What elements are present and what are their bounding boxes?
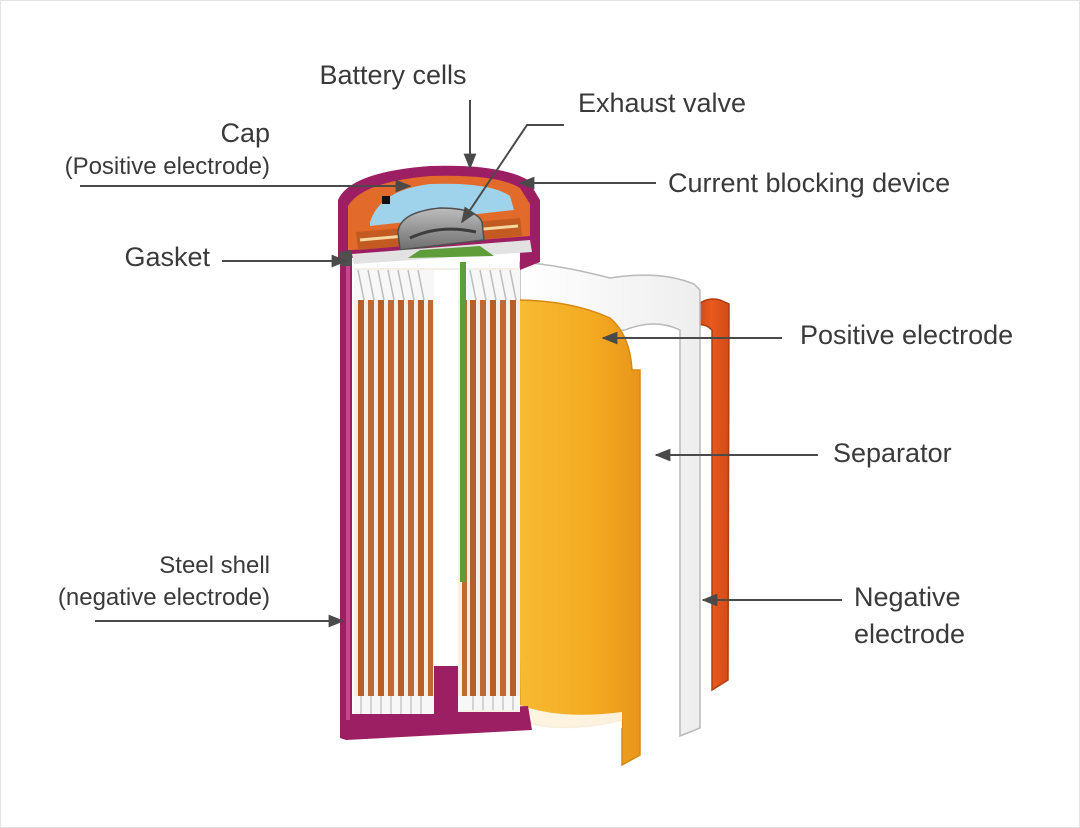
label-gasket: Gasket bbox=[124, 242, 210, 272]
positive-electrode-sheet bbox=[514, 299, 641, 767]
copper-layers-left bbox=[358, 300, 433, 696]
label-negative-electrode-line2: electrode bbox=[854, 619, 965, 649]
label-positive-electrode: Positive electrode bbox=[800, 320, 1013, 350]
label-cap-sub: (Positive electrode) bbox=[65, 153, 270, 180]
label-steel-shell-sub: (negative electrode) bbox=[58, 584, 270, 611]
label-steel-shell: Steel shell bbox=[159, 552, 270, 579]
leader-exhaust-valve bbox=[461, 124, 564, 224]
label-exhaust-valve: Exhaust valve bbox=[578, 88, 746, 118]
cap-top bbox=[370, 183, 514, 226]
foil-bottom bbox=[354, 696, 520, 714]
positive-tab bbox=[460, 262, 466, 582]
cap-assembly bbox=[338, 165, 540, 266]
label-current-blocking-device: Current blocking device bbox=[668, 168, 950, 198]
label-battery-cells: Battery cells bbox=[319, 60, 466, 90]
bottom-weld bbox=[434, 666, 458, 712]
leader-lines bbox=[80, 100, 842, 628]
label-negative-electrode: Negative bbox=[854, 582, 961, 612]
electrode-winding bbox=[354, 262, 520, 714]
label-cap: Cap bbox=[220, 118, 270, 148]
center-pin bbox=[434, 270, 458, 710]
labels: Battery cells Exhaust valve Cap (Positiv… bbox=[58, 60, 1013, 649]
label-separator: Separator bbox=[833, 438, 952, 468]
foil-top bbox=[354, 269, 520, 301]
